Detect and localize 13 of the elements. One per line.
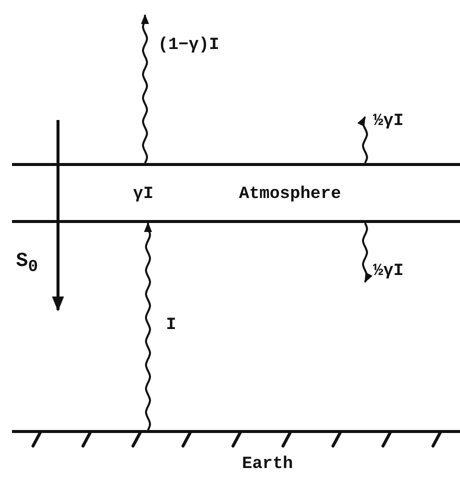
edge-label: ½γI <box>373 262 404 282</box>
layer-label: Atmosphere <box>239 185 342 205</box>
wavy-radiation-arrow <box>144 222 152 430</box>
wavy-radiation-arrow <box>362 222 373 283</box>
edge-label: (1−γ)I <box>158 36 220 56</box>
absorbed-flux-label: γI <box>133 185 154 205</box>
atmosphere-layer <box>12 163 460 223</box>
wavy-radiation-arrow <box>141 14 149 164</box>
edge-label: I <box>166 316 176 336</box>
wavy-radiation-arrow <box>357 116 368 164</box>
edge-label: ½γI <box>373 112 404 132</box>
flux-label: S$_{0}$ <box>16 252 38 278</box>
layer-label: Earth <box>242 455 294 475</box>
